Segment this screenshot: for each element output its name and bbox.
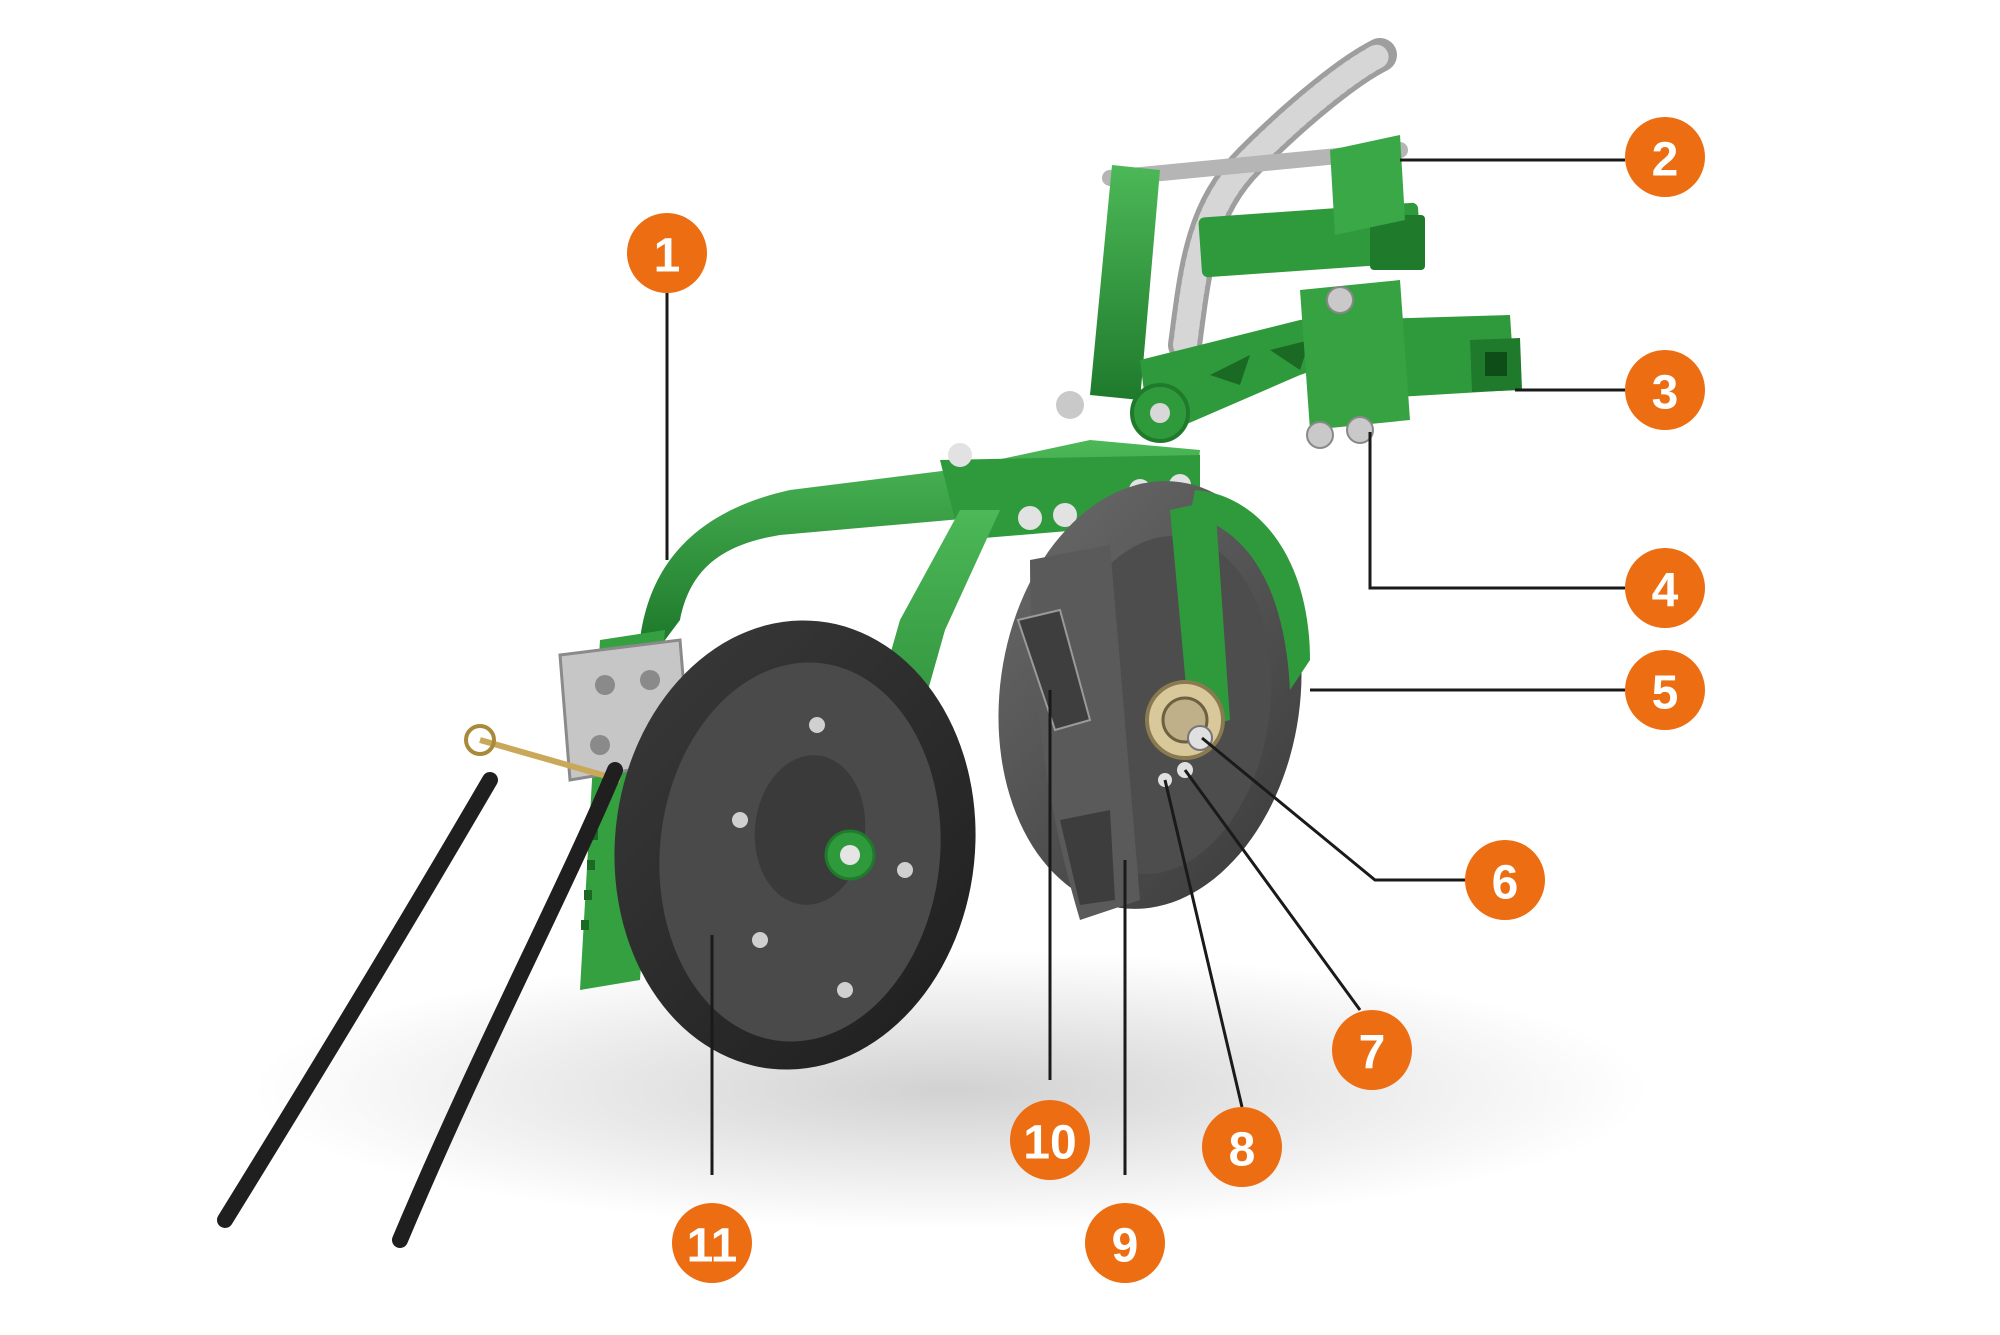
vertical-lift-arm — [1090, 165, 1160, 400]
callout-number: 10 — [1023, 1117, 1076, 1170]
row-unit-illustration — [217, 38, 1522, 1248]
callout-badge-2: 2 — [1625, 117, 1705, 197]
disc-holder-bracket — [1170, 500, 1230, 730]
seed-tube-outlet — [1060, 810, 1115, 905]
leader-line-6 — [1201, 736, 1465, 882]
callout-circle — [1625, 117, 1705, 197]
callout-number: 4 — [1652, 565, 1679, 618]
ground-shadow — [250, 950, 1650, 1230]
callout-badge-6: 6 — [1465, 840, 1545, 920]
tine-clamp-bolt — [640, 670, 660, 690]
frame-bolt — [1018, 506, 1042, 530]
callout-number: 1 — [654, 230, 681, 283]
callout-circle — [627, 213, 707, 293]
following-harrow-tine — [392, 762, 623, 1248]
upper-mount-plate — [1330, 135, 1405, 235]
clamp-bolt — [1326, 286, 1354, 314]
clamp-bolt — [1306, 421, 1334, 449]
leader-line-8 — [1163, 779, 1244, 1108]
clamp-bracket — [1300, 280, 1410, 430]
gauge-wheel-lug-bolts — [732, 717, 913, 998]
callout-number: 5 — [1652, 667, 1679, 720]
upper-mount-tube-end — [1370, 215, 1425, 270]
frame-bolt — [948, 443, 972, 467]
callout-badge-5: 5 — [1625, 650, 1705, 730]
callout-number: 9 — [1112, 1220, 1139, 1273]
callout-number: 3 — [1652, 367, 1679, 420]
clamp-bolt — [1346, 416, 1374, 444]
gauge-wheel-axle-bolt — [840, 845, 860, 865]
disc-scraper-blade — [1016, 608, 1092, 732]
callout-circle — [1465, 840, 1545, 920]
pivot-joint-upper — [1056, 391, 1084, 419]
callout-circle — [1332, 1010, 1412, 1090]
tine-clamp-bolt — [595, 675, 615, 695]
callout-badge-1: 1 — [627, 213, 707, 293]
callout-badge-3: 3 — [1625, 350, 1705, 430]
callout-number: 2 — [1652, 134, 1679, 187]
leader-line-7 — [1183, 769, 1362, 1011]
toolbar-tube-opening — [1485, 352, 1507, 376]
callout-circle — [1085, 1203, 1165, 1283]
callout-leaders — [665, 158, 1625, 1175]
tine-spring-pin — [479, 737, 621, 783]
callout-circle — [1625, 650, 1705, 730]
callout-badge-10: 10 — [1010, 1100, 1090, 1180]
callout-circle — [1202, 1107, 1282, 1187]
callout-badge-11: 11 — [672, 1203, 752, 1283]
callout-circle — [1625, 548, 1705, 628]
callout-number: 6 — [1492, 857, 1519, 910]
callout-number: 8 — [1229, 1124, 1256, 1177]
callout-circle — [1010, 1100, 1090, 1180]
pivot-pin — [1150, 403, 1170, 423]
callout-circle — [672, 1203, 752, 1283]
disc-hub-axle-nut — [1187, 725, 1213, 751]
callout-badges: 1 2 3 4 5 6 7 8 — [627, 117, 1705, 1283]
following-harrow-tine — [217, 772, 498, 1228]
tine-clamp-bolt — [590, 735, 610, 755]
tine-spring-pin-ring — [464, 724, 496, 756]
callout-badge-8: 8 — [1202, 1107, 1282, 1187]
linkage-truss-openings — [1210, 340, 1310, 385]
frame-bolt — [1053, 503, 1077, 527]
disc-mud-guard — [1190, 490, 1310, 690]
callout-badge-4: 4 — [1625, 548, 1705, 628]
callout-circle — [1625, 350, 1705, 430]
callout-badge-7: 7 — [1332, 1010, 1412, 1090]
callout-badge-9: 9 — [1085, 1203, 1165, 1283]
callout-number: 11 — [687, 1220, 738, 1273]
leader-line-4 — [1368, 432, 1625, 590]
callout-number: 7 — [1359, 1027, 1386, 1080]
